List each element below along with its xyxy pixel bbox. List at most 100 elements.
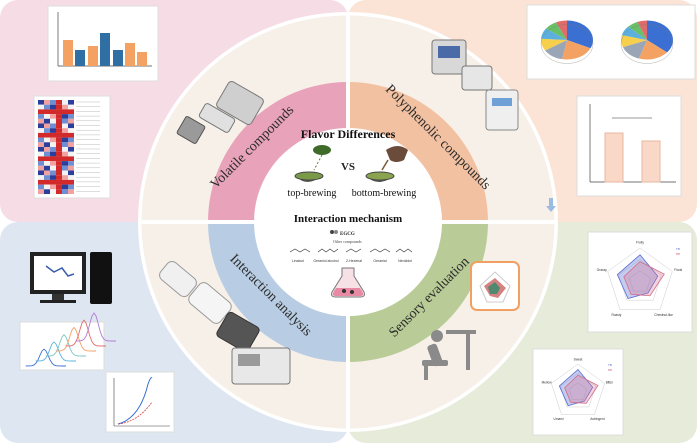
heatmap-cell <box>68 175 74 180</box>
heatmap-cell <box>44 109 50 115</box>
pie-slice <box>622 40 647 59</box>
down-arrow-icon <box>546 198 556 212</box>
heatmap-cell <box>38 128 44 133</box>
heatmap-cell <box>68 104 74 110</box>
heatmap-cell <box>68 189 74 194</box>
heatmap-cell <box>56 137 62 143</box>
spectrum-line <box>75 312 116 342</box>
pie-slice <box>638 40 668 60</box>
heatmap-cell <box>68 100 74 105</box>
heatmap-cell <box>44 165 50 171</box>
heatmap-cell <box>56 123 62 129</box>
volatile-heatmap-card <box>33 95 111 199</box>
pie-slice <box>545 40 567 60</box>
heatmap-cell <box>44 118 50 124</box>
compound-label: Geranial <box>373 259 386 263</box>
top-brewing-cup-icon <box>294 145 331 182</box>
heatmap-cell <box>50 147 56 152</box>
heatmap-cell <box>50 132 56 138</box>
heatmap-cell <box>68 128 74 133</box>
spectra-3d-card <box>19 312 116 371</box>
radar-axis-label: Umami <box>554 417 564 421</box>
pie-slice <box>621 26 647 40</box>
heatmap-cell <box>68 114 74 119</box>
heatmap-cell <box>50 142 56 147</box>
top-brewing-label: top-brewing <box>288 188 337 199</box>
pie-slice <box>545 22 567 40</box>
heatmap-cell <box>68 165 74 171</box>
egcg-icon <box>330 230 338 234</box>
egcg-label: EGCG <box>340 232 355 237</box>
heatmap-cell <box>50 123 56 129</box>
heatmap-cell <box>62 100 68 105</box>
heatmap-cell <box>38 161 44 166</box>
heatmap-cell <box>44 151 50 157</box>
heatmap-cell <box>38 151 44 157</box>
heatmap-cell <box>50 175 56 180</box>
radar-legend-label: TB <box>676 247 680 251</box>
heatmap-cell <box>44 114 50 119</box>
bottom-brewing-cup-icon <box>365 146 408 182</box>
radar-legend-label: BB <box>608 368 612 372</box>
heatmap-cell <box>56 118 62 124</box>
heatmap-cell <box>56 114 62 119</box>
radar-axis-label: Astringent <box>590 417 604 421</box>
polyphenol-pie-card <box>526 4 696 80</box>
heatmap-cell <box>44 100 50 105</box>
heatmap-cell <box>62 118 68 124</box>
robot-arm-icon <box>159 260 291 385</box>
heatmap-cell <box>44 170 50 176</box>
heatmap-cell <box>50 179 56 185</box>
radar-series <box>623 261 665 297</box>
heatmap-cell <box>44 137 50 143</box>
heatmap-cell <box>38 184 44 190</box>
heatmap-cell <box>38 118 44 124</box>
radar-grid <box>618 259 662 301</box>
spectrum-line <box>55 326 96 352</box>
pie-slice <box>541 28 567 40</box>
heatmap-cell <box>38 156 44 162</box>
heatmap-cell <box>56 147 62 152</box>
heatmap-cell <box>38 170 44 176</box>
heatmap-cell <box>38 189 44 194</box>
heatmap-cell <box>68 132 74 138</box>
heatmap-cell <box>50 151 56 157</box>
heatmap-cell <box>44 132 50 138</box>
heatmap-cell <box>68 142 74 147</box>
molecule-structures <box>289 248 413 253</box>
heatmap-cell <box>62 184 68 190</box>
heatmap-cell <box>38 175 44 180</box>
heatmap-cell <box>44 161 50 166</box>
heatmap-cell <box>38 147 44 152</box>
radar-axis-label: Grassy <box>597 268 608 272</box>
heatmap-cell <box>56 142 62 147</box>
radar-axis-label: Chestnut-like <box>654 313 673 317</box>
heatmap-cell <box>50 128 56 133</box>
heatmap-cell <box>44 147 50 152</box>
heatmap-cell <box>68 109 74 115</box>
heatmap-cell <box>62 137 68 143</box>
heatmap-cell <box>44 123 50 129</box>
spectrum-line <box>35 341 76 362</box>
heatmap-cell <box>50 100 56 105</box>
heatmap-cell <box>62 161 68 166</box>
heatmap-cell <box>62 151 68 157</box>
pie-slice <box>647 20 673 53</box>
heatmap-cell <box>56 109 62 115</box>
spectrum-line <box>45 334 86 357</box>
heatmap-cell <box>62 109 68 115</box>
radar-axis-label: Mellow <box>542 380 553 384</box>
mechanism-title: Interaction mechanism <box>294 213 402 225</box>
heatmap-cell <box>62 104 68 110</box>
radar-axis-label: Fruity <box>636 240 644 244</box>
heatmap-cell <box>44 142 50 147</box>
heatmap-cell <box>38 137 44 143</box>
heatmap-cell <box>68 118 74 124</box>
radar-grid <box>568 382 588 400</box>
heatmap-cell <box>50 170 56 176</box>
polyphenol-bar-card <box>576 95 682 197</box>
heatmap-cell <box>38 109 44 115</box>
